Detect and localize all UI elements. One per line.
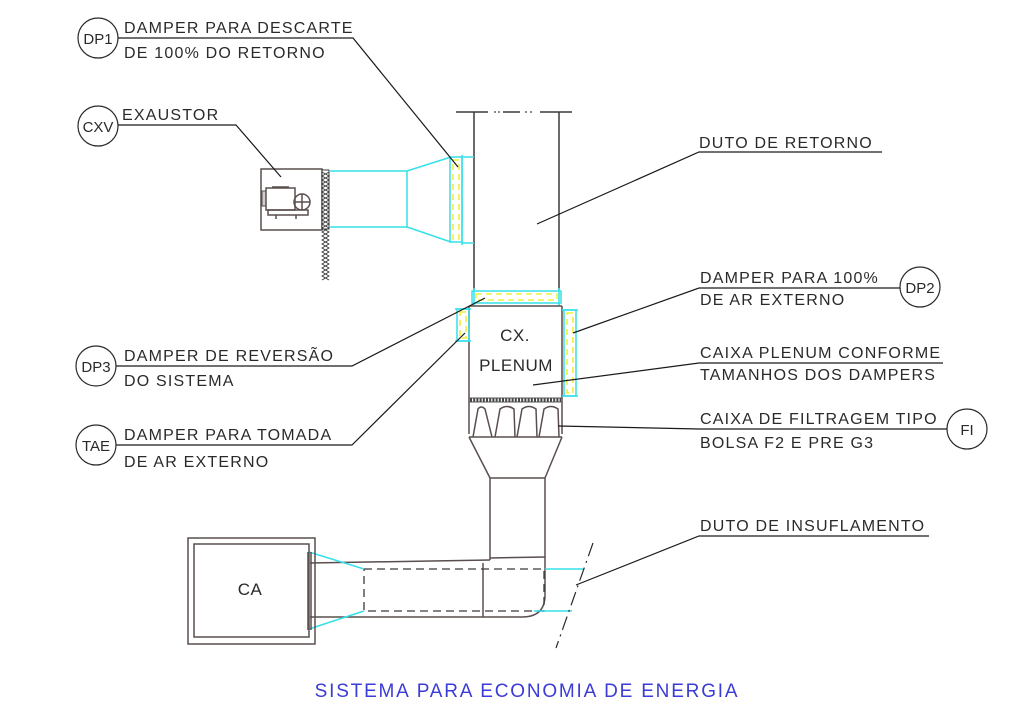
callout-caixa-plenum: CAIXA PLENUM CONFORME TAMANHOS DOS DAMPE… [532, 345, 943, 386]
callout-dp2: DP2 DAMPER PARA 100% DE AR EXTERNO [572, 266, 941, 334]
callout-tae: TAE DAMPER PARA TOMADA DE AR EXTERNO [75, 332, 466, 471]
callout-line1: DUTO DE RETORNO [699, 135, 873, 152]
damper-dp3 [471, 288, 562, 306]
callout-fi: FI CAIXA DE FILTRAGEM TIPO BOLSA F2 E PR… [557, 408, 988, 452]
callout-tag: DP2 [905, 280, 934, 297]
callout-tag: FI [960, 422, 973, 439]
callout-line2: DE AR EXTERNO [124, 454, 269, 471]
callout-line2: DE 100% DO RETORNO [124, 45, 326, 62]
callout-line1: DAMPER PARA TOMADA [124, 427, 332, 444]
tag-circle [77, 105, 119, 147]
callout-line1: DAMPER PARA 100% [700, 270, 879, 287]
air-handling-unit: CA [187, 537, 316, 645]
callout-line1: DAMPER DE REVERSÃO [124, 345, 334, 365]
callout-tag: DP3 [81, 359, 110, 376]
callout-line2: TAMANHOS DOS DAMPERS [700, 367, 936, 384]
callout-line1: CAIXA PLENUM CONFORME [700, 345, 941, 362]
exhaust-transition [329, 156, 452, 243]
diagram-title: SISTEMA PARA ECONOMIA DE ENERGIA [315, 681, 740, 702]
tag-circle [899, 266, 941, 308]
plenum-box: CX. PLENUM [468, 305, 563, 434]
callout-line2: DE AR EXTERNO [700, 292, 845, 309]
callout-line1: DAMPER PARA DESCARTE [124, 20, 354, 37]
callout-duto-insuflamento: DUTO DE INSUFLAMENTO [575, 518, 929, 586]
callout-line1: DUTO DE INSUFLAMENTO [700, 518, 925, 535]
flexible-connector [321, 169, 330, 281]
damper-dp1 [449, 155, 474, 245]
callout-duto-retorno: DUTO DE RETORNO [536, 135, 882, 225]
plenum-label-line2: PLENUM [479, 356, 553, 375]
callout-tag: TAE [82, 438, 110, 455]
callout-dp1: DP1 DAMPER PARA DESCARTE DE 100% DO RETO… [77, 17, 459, 168]
return-duct [456, 111, 572, 290]
ahu-label: CA [238, 580, 263, 599]
callout-cxv: CXV EXAUSTOR [77, 105, 282, 178]
callout-line1: CAIXA DE FILTRAGEM TIPO [700, 411, 938, 428]
callout-dp3: DP3 DAMPER DE REVERSÃO DO SISTEMA [75, 297, 486, 390]
supply-duct [308, 477, 594, 649]
filter-box [468, 405, 563, 479]
plenum-label-line1: CX. [500, 326, 530, 345]
damper-tae [455, 308, 471, 342]
damper-dp2 [562, 309, 578, 397]
callout-line2: BOLSA F2 E PRE G3 [700, 435, 874, 452]
exhaust-fan [260, 168, 323, 231]
callout-line2: DO SISTEMA [124, 373, 235, 390]
callout-tag: DP1 [83, 31, 112, 48]
callout-tag: CXV [83, 119, 114, 136]
callout-line1: EXAUSTOR [122, 107, 219, 124]
